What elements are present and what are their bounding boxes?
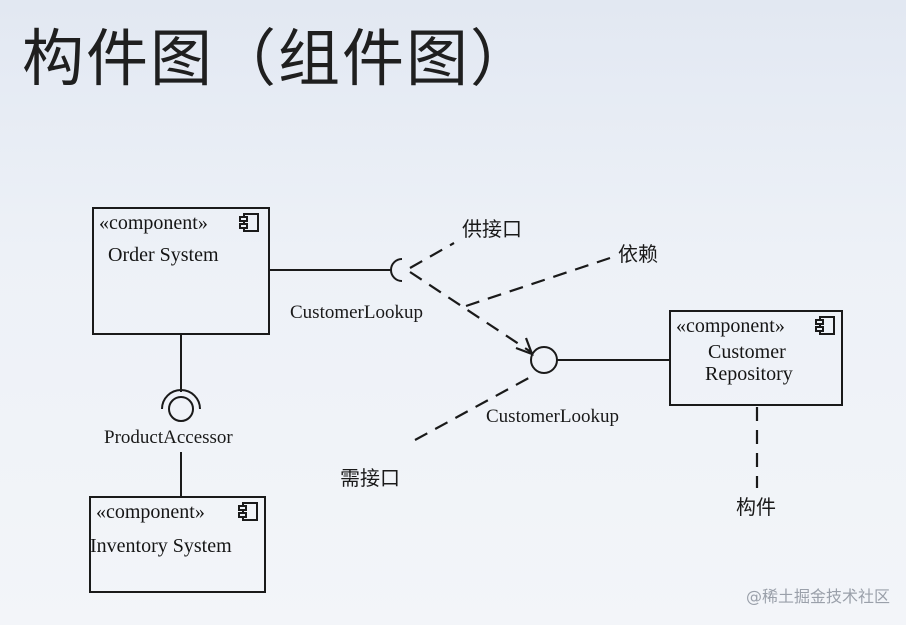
annotation-component: 构件 [736,495,776,519]
interface-label-customerlookup-provided: CustomerLookup [486,406,619,427]
component-icon [815,316,835,335]
component-icon [239,213,259,232]
page-title: 构件图（组件图） [22,22,535,95]
inventory-system-name: Inventory System [90,535,232,557]
provided-ball-customerlookup [530,346,558,374]
dependency-arrow [409,271,532,353]
customer-repository-name-line1: Customer [708,341,786,363]
required-socket-customerlookup [390,258,403,282]
inventory-system-box [89,496,266,593]
component-icon [238,502,258,521]
provided-ball-productaccessor [168,396,194,422]
provided-interface-leader [409,242,455,269]
dependency-arrowhead [515,337,534,356]
order-system-stereotype: «component» [99,212,208,234]
customer-repository-stereotype: «component» [676,315,785,337]
annotation-dependency: 依赖 [618,242,658,266]
inventory-system-stereotype: «component» [96,501,205,523]
dependency-leader [465,256,611,308]
customer-repository-box [669,310,843,406]
interface-label-productaccessor: ProductAccessor [104,427,233,448]
required-socket-productaccessor [161,389,201,410]
watermark: @稀土掘金技术社区 [745,587,890,606]
interface-label-customerlookup-required: CustomerLookup [290,302,423,323]
order-system-name: Order System [108,244,219,266]
annotation-required-interface: 需接口 [340,466,400,490]
annotation-provided-interface: 供接口 [462,217,522,241]
customer-repository-name-line2: Repository [705,363,793,385]
